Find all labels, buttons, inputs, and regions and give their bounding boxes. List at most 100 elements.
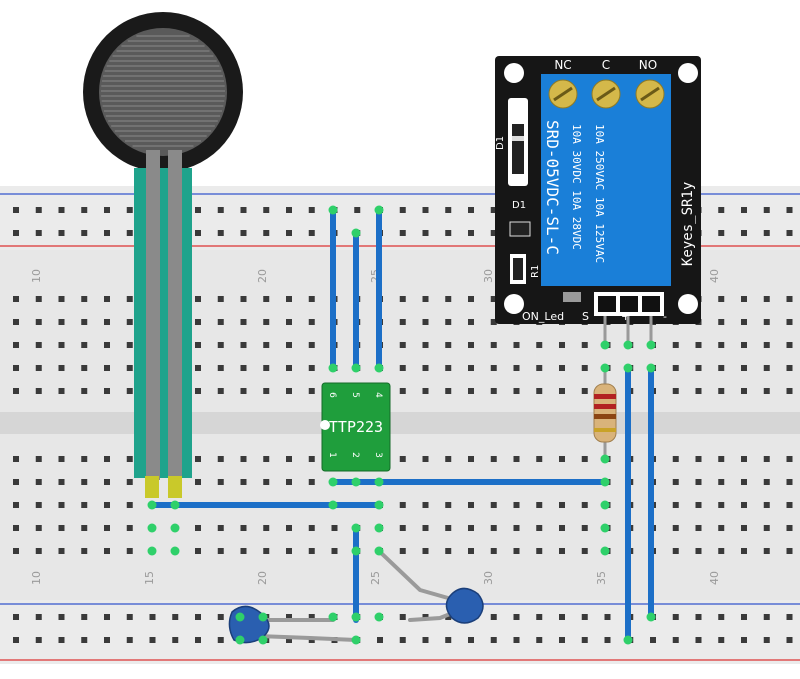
rail-hole — [422, 637, 429, 643]
relay-screws — [548, 79, 665, 109]
breadboard-hole — [399, 456, 406, 462]
breadboard-hole — [81, 456, 88, 462]
breadboard-hole — [81, 548, 88, 554]
breadboard-hole — [559, 342, 565, 348]
rail-hole — [741, 637, 747, 643]
rail-hole — [399, 614, 406, 620]
breadboard-hole — [786, 388, 793, 394]
resistor-band-1 — [594, 394, 616, 399]
breadboard-hole — [126, 525, 133, 531]
breadboard-hole — [581, 456, 588, 462]
connection-point — [623, 363, 633, 373]
breadboard-hole — [308, 365, 315, 371]
breadboard-hole — [718, 388, 725, 394]
breadboard-hole — [217, 296, 224, 302]
breadboard-hole — [35, 525, 42, 531]
breadboard-hole — [58, 456, 65, 462]
breadboard-hole — [536, 548, 543, 554]
rail-hole — [195, 230, 201, 236]
screw-c-slot — [596, 86, 616, 102]
relay-header-pin-s — [598, 296, 616, 312]
breadboard-hole — [536, 388, 543, 394]
rail-hole — [354, 207, 361, 213]
column-number-top: 20 — [256, 269, 269, 283]
breadboard-hole — [422, 502, 429, 508]
rail-hole — [763, 637, 770, 643]
rail-hole — [240, 207, 247, 213]
breadboard-hole — [490, 365, 497, 371]
breadboard-hole — [786, 525, 793, 531]
rail-hole — [58, 637, 65, 643]
breadboard-hole — [81, 479, 88, 485]
rail-hole — [763, 230, 770, 236]
breadboard-hole — [195, 456, 201, 462]
breadboard-hole — [468, 365, 474, 371]
breadboard-hole — [763, 319, 770, 325]
rail-hole — [559, 614, 565, 620]
rail-hole — [786, 207, 793, 213]
rail-hole — [217, 230, 224, 236]
breadboard-hole — [741, 479, 747, 485]
breadboard-hole — [308, 548, 315, 554]
breadboard-hole — [263, 342, 270, 348]
breadboard-hole — [126, 456, 133, 462]
breadboard-hole — [240, 296, 247, 302]
rail-hole — [217, 207, 224, 213]
connection-point — [646, 363, 656, 373]
rail-hole — [377, 637, 383, 643]
breadboard-hole — [81, 319, 88, 325]
breadboard-hole — [718, 342, 725, 348]
breadboard-hole — [263, 388, 270, 394]
ttp223-notch — [320, 420, 330, 430]
rail-hole — [81, 207, 88, 213]
rail-hole — [149, 614, 156, 620]
breadboard-hole — [513, 342, 520, 348]
breadboard-hole — [331, 548, 338, 554]
rail-hole — [786, 614, 793, 620]
breadboard-hole — [286, 365, 292, 371]
breadboard-hole — [58, 342, 65, 348]
breadboard-hole — [559, 502, 565, 508]
breadboard-hole — [741, 525, 747, 531]
breadboard-hole — [741, 388, 747, 394]
rail-hole — [35, 614, 42, 620]
rail-hole — [195, 614, 201, 620]
rail-hole — [104, 207, 110, 213]
breadboard-hole — [286, 479, 292, 485]
rail-hole — [104, 614, 110, 620]
breadboard-hole — [763, 365, 770, 371]
rail-hole — [490, 207, 497, 213]
breadboard-hole — [240, 319, 247, 325]
relay-mount-hole-tr — [678, 63, 698, 83]
relay-on-led — [563, 292, 581, 302]
breadboard-hole — [35, 388, 42, 394]
relay-module: NC C NO SRD-05VDC-SL-C 10A 250VAC 10A 12… — [495, 56, 701, 345]
rail-hole — [741, 230, 747, 236]
relay-rating-line-1: 10A 250VAC 10A 125VAC — [593, 124, 606, 263]
breadboard-hole — [13, 525, 19, 531]
connection-point — [374, 363, 384, 373]
breadboard-hole — [13, 548, 19, 554]
fsr-sensing-area — [99, 28, 227, 156]
breadboard-hole — [58, 296, 65, 302]
breadboard-hole — [217, 548, 224, 554]
rail-hole — [581, 614, 588, 620]
breadboard-hole — [468, 456, 474, 462]
breadboard-hole — [672, 525, 679, 531]
rail-hole — [718, 614, 725, 620]
rail-hole — [172, 637, 179, 643]
rail-hole — [695, 614, 702, 620]
rail-hole — [126, 614, 133, 620]
breadboard-hole — [581, 388, 588, 394]
breadboard-hole — [126, 342, 133, 348]
breadboard-hole — [695, 479, 702, 485]
breadboard-hole — [286, 319, 292, 325]
breadboard-hole — [445, 319, 452, 325]
ttp223-pin-2: 2 — [350, 452, 360, 458]
ttp223-label: TTP223 — [329, 418, 383, 436]
breadboard-hole — [490, 502, 497, 508]
breadboard-hole — [104, 502, 110, 508]
breadboard-hole — [13, 502, 19, 508]
breadboard-hole — [13, 479, 19, 485]
rail-hole — [263, 207, 270, 213]
